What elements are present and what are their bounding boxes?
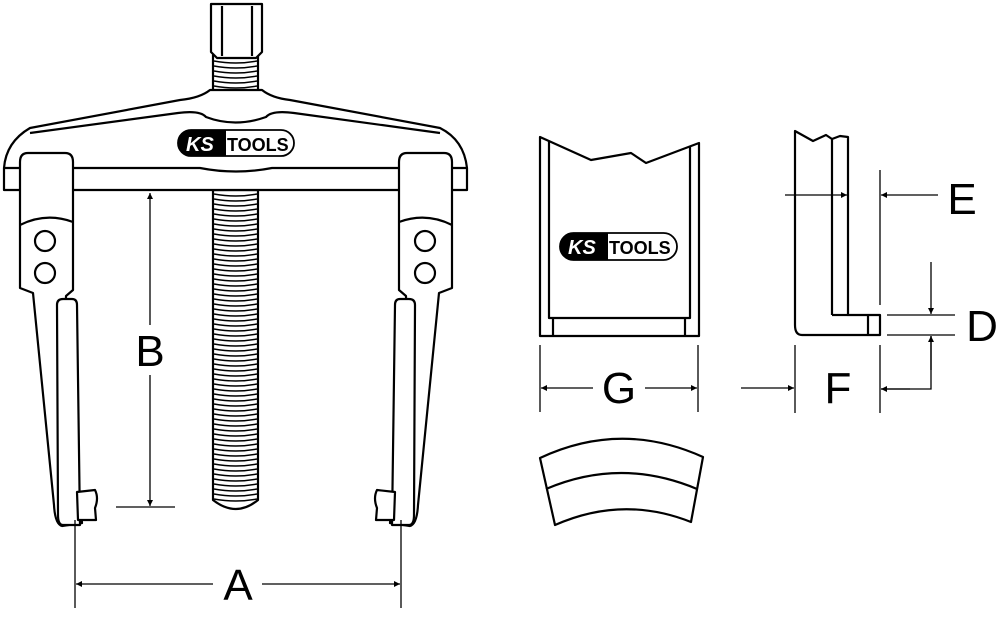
thread-line: [213, 283, 258, 287]
hex-head-icon: [209, 2, 264, 60]
thread-line: [213, 193, 258, 197]
jaw-front-view: KS TOOLS: [538, 135, 701, 338]
logo-brand-right: TOOLS: [609, 238, 671, 258]
thread-line: [213, 373, 258, 377]
thread-line: [213, 348, 258, 352]
pivot-hole: [413, 229, 437, 253]
thread-line: [213, 338, 258, 342]
thread-line: [213, 318, 258, 322]
dimension-a: A: [74, 520, 402, 610]
thread-line: [213, 268, 258, 272]
thread-line: [213, 218, 258, 222]
jaw-curved-section: [538, 437, 705, 527]
thread-line: [213, 478, 258, 482]
ks-tools-logo: KS TOOLS: [177, 129, 295, 157]
dimension-g: G: [539, 345, 699, 413]
thread-line: [213, 353, 258, 357]
thread-line: [213, 403, 258, 407]
thread-line: [213, 498, 258, 502]
thread-line: [213, 208, 258, 212]
thread-line: [213, 323, 258, 327]
thread-line: [213, 363, 258, 367]
thread-line: [213, 408, 258, 412]
thread-line: [213, 75, 258, 79]
thread-line: [213, 358, 258, 362]
thread-line: [213, 463, 258, 467]
thread-line: [213, 333, 258, 337]
thread-line: [213, 263, 258, 267]
pivot-hole: [33, 261, 57, 285]
thread-line: [213, 488, 258, 492]
thread-line: [213, 423, 258, 427]
thread-line: [213, 428, 258, 432]
dimension-label-g: G: [602, 364, 636, 413]
thread-line: [213, 288, 258, 292]
thread-line: [213, 388, 258, 392]
thread-line: [213, 438, 258, 442]
thread-line: [213, 233, 258, 237]
thread-line: [213, 368, 258, 372]
thread-line: [213, 198, 258, 202]
thread-line: [213, 298, 258, 302]
thread-line: [213, 278, 258, 282]
dimension-label-b: B: [135, 327, 164, 376]
thread-line: [213, 473, 258, 477]
ks-tools-logo: KS TOOLS: [559, 232, 678, 261]
thread-line: [213, 238, 258, 242]
thread-line: [213, 60, 258, 64]
thread-line: [213, 398, 258, 402]
thread-line: [213, 70, 258, 74]
pivot-hole: [33, 229, 57, 253]
threaded-spindle: [209, 2, 264, 511]
dimension-f: F: [741, 345, 881, 413]
thread-line: [213, 213, 258, 217]
pivot-hole: [413, 261, 437, 285]
svg-text:TOOLS: TOOLS: [227, 135, 289, 155]
thread-line: [213, 468, 258, 472]
thread-line: [213, 248, 258, 252]
thread-line: [213, 243, 258, 247]
thread-line: [213, 308, 258, 312]
dimension-label-a: A: [223, 561, 253, 610]
thread-line: [213, 80, 258, 84]
thread-line: [213, 418, 258, 422]
dimension-label-f: F: [825, 364, 852, 413]
thread-line: [213, 293, 258, 297]
thread-line: [213, 203, 258, 207]
thread-line: [213, 393, 258, 397]
thread-line: [213, 443, 258, 447]
svg-text:KS: KS: [186, 134, 214, 156]
thread-line: [213, 343, 258, 347]
thread-line: [213, 458, 258, 462]
thread-line: [213, 303, 258, 307]
thread-line: [213, 413, 258, 417]
thread-line: [213, 493, 258, 497]
thread-line: [213, 328, 258, 332]
logo-brand-left: KS: [568, 237, 596, 259]
dimension-label-e: E: [947, 175, 976, 224]
dimension-label-d: D: [966, 302, 998, 351]
right-jaw-arm: [373, 151, 454, 528]
thread-line: [213, 228, 258, 232]
thread-line: [213, 313, 258, 317]
thread-line: [213, 383, 258, 387]
jaw-side-view: [793, 129, 882, 337]
left-jaw-arm: [18, 151, 99, 528]
thread-line: [213, 433, 258, 437]
thread-line: [213, 85, 258, 89]
dimension-e: E: [785, 170, 977, 305]
thread-line: [213, 273, 258, 277]
thread-line: [213, 65, 258, 69]
thread-line: [213, 448, 258, 452]
thread-line: [213, 223, 258, 227]
thread-line: [213, 483, 258, 487]
dimension-d: D: [881, 262, 998, 392]
dimension-b: B: [116, 193, 175, 508]
thread-line: [213, 253, 258, 257]
thread-line: [213, 453, 258, 457]
thread-line: [213, 378, 258, 382]
thread-line: [213, 258, 258, 262]
